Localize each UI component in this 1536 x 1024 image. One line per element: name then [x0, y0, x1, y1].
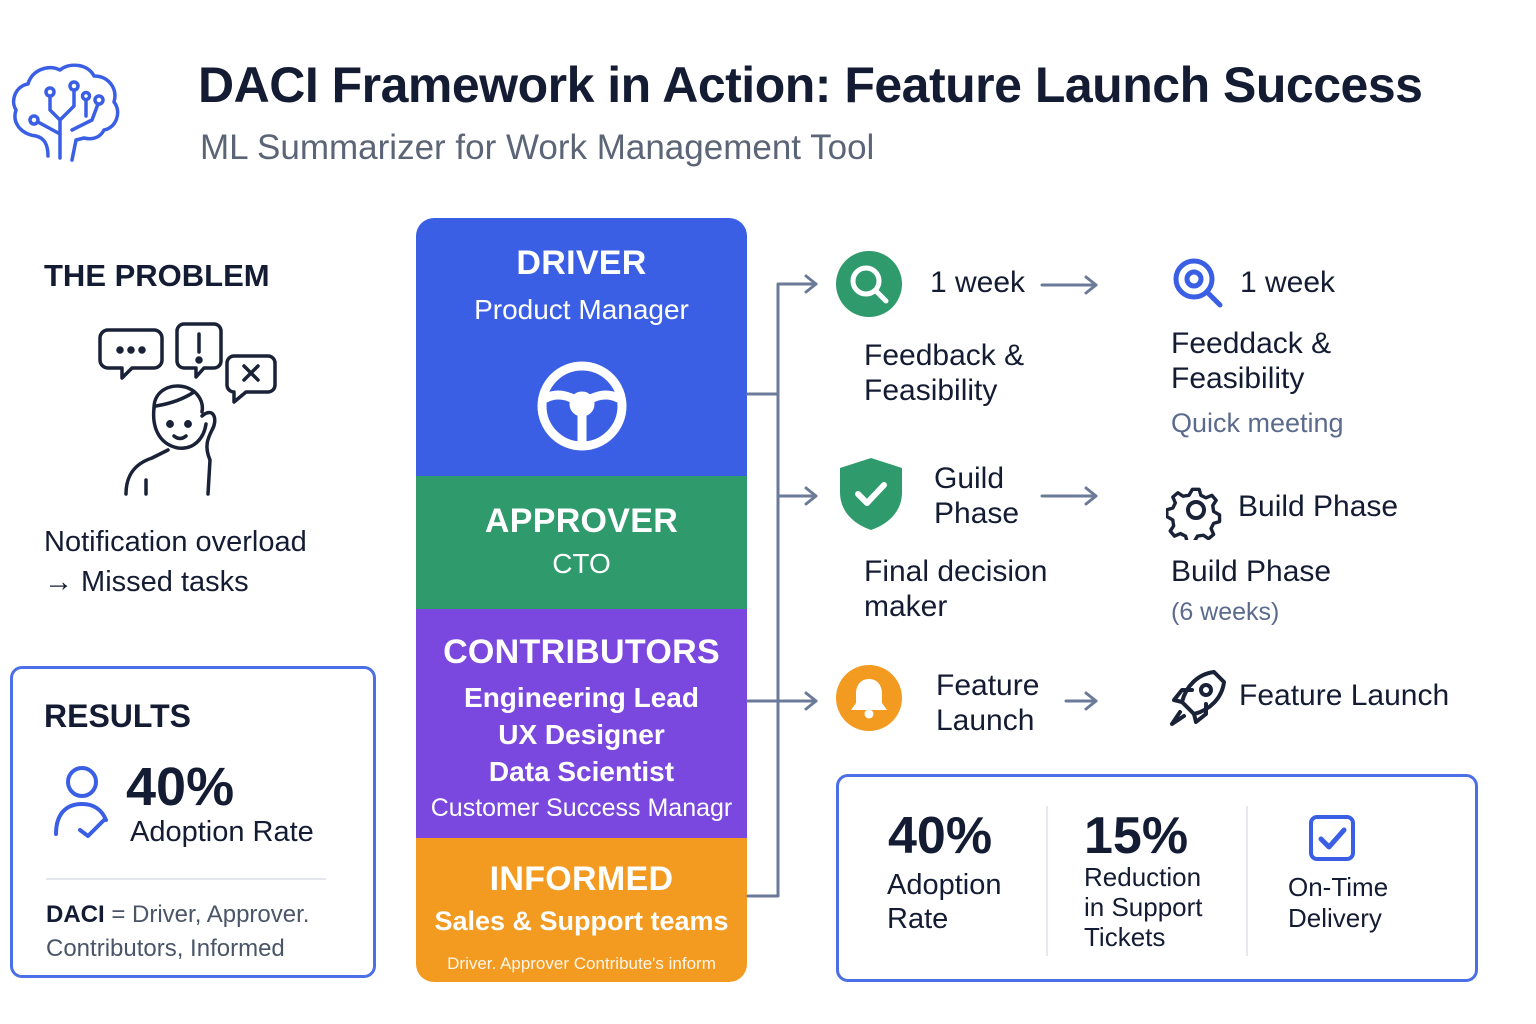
daci-def-line-2: Contributors, Informed: [46, 935, 285, 962]
checkbox-icon: [1309, 815, 1355, 861]
row1-desc-line-1: Feedback &: [864, 339, 1025, 372]
informed-note: Driver. Approver Contribute's inform: [447, 954, 716, 973]
shield-check-icon: [840, 458, 902, 530]
brain-circuit-icon: [11, 63, 120, 162]
row2-label-line-2: Phase: [934, 497, 1020, 530]
problem-line-1: Notification overload: [44, 526, 307, 558]
row1-description: Feedback & Feasibility: [864, 338, 1024, 408]
search-icon: [850, 265, 889, 304]
row1-next-duration: 1 week: [1240, 266, 1336, 299]
problem-line-2: → Missed tasks: [44, 566, 249, 598]
row1-next-description: Feeddack & Feasibility: [1171, 326, 1331, 396]
problem-heading: THE PROBLEM: [44, 258, 270, 293]
stats-divider: [1046, 806, 1048, 956]
stat-reduction-label: Reduction in Support Tickets: [1084, 862, 1203, 952]
stat-reduction-value: 15%: [1084, 807, 1189, 865]
contributors-list: Engineering Lead UX Designer Data Scient…: [416, 679, 747, 827]
stat-reduction-line-3: Tickets: [1084, 922, 1166, 952]
row1-next-line-1: Feeddack &: [1171, 327, 1332, 360]
magnifier-icon: [1173, 258, 1223, 308]
person-check-icon: [54, 766, 108, 838]
row1-duration: 1 week: [930, 266, 1026, 299]
approver-band: APPROVER CTO: [416, 476, 747, 609]
rocket-icon: [1170, 670, 1226, 726]
results-card: [10, 666, 376, 978]
flow-connectors: [746, 274, 1098, 898]
steering-wheel-icon: [537, 361, 627, 451]
daci-term: DACI: [46, 901, 105, 928]
row1-next-note: Quick meeting: [1171, 408, 1344, 438]
row2-label: Guild Phase: [934, 461, 1019, 531]
gear-icon: [1166, 487, 1222, 540]
stat-reduction-line-2: in Support: [1084, 892, 1203, 922]
row3-label-line-1: Feature: [936, 669, 1040, 702]
row1-next-line-2: Feasibility: [1171, 362, 1305, 395]
informed-band: INFORMED Sales & Support teams Driver. A…: [416, 838, 747, 982]
stats-card: [836, 774, 1478, 982]
daci-definition: DACI = Driver, Approver. Contributors, I…: [46, 898, 366, 966]
driver-band: DRIVER Product Manager: [416, 218, 747, 476]
stat-delivery-line-2: Delivery: [1288, 903, 1382, 933]
row2-next-title: Build Phase: [1171, 555, 1332, 588]
bell-step-icon: [836, 665, 902, 731]
row3-label: Feature Launch: [936, 668, 1039, 738]
bell-icon: [851, 679, 887, 719]
problem-text: Notification overload → Missed tasks: [44, 522, 307, 602]
daci-def-line-1: = Driver, Approver.: [111, 901, 310, 928]
daci-roles-stack: DRIVER Product Manager APPROVER CTO CONT…: [416, 218, 747, 982]
row2-next-note: (6 weeks): [1171, 598, 1280, 626]
page-subtitle: ML Summarizer for Work Management Tool: [200, 128, 875, 167]
contributor-item: Engineering Lead: [464, 682, 699, 713]
confused-person-illustration: [98, 322, 277, 496]
row1-desc-line-2: Feasibility: [864, 374, 998, 407]
driver-title: DRIVER: [516, 244, 647, 282]
informed-title: INFORMED: [489, 860, 674, 898]
contributors-title: CONTRIBUTORS: [443, 633, 720, 671]
row2-desc-line-1: Final decision: [864, 555, 1048, 588]
stat-delivery-line-1: On-Time: [1288, 872, 1389, 902]
row2-label-line-1: Guild: [934, 462, 1005, 495]
results-label: Adoption Rate: [130, 816, 314, 848]
stat-reduction-line-1: Reduction: [1084, 862, 1202, 892]
driver-role: Product Manager: [474, 294, 689, 325]
row3-next-label: Feature Launch: [1239, 679, 1450, 712]
stat-delivery-label: On-Time Delivery: [1288, 872, 1388, 934]
contributor-item: UX Designer: [498, 719, 665, 750]
stat-adoption-value: 40%: [888, 807, 993, 865]
approver-role: CTO: [552, 548, 611, 579]
contributors-band: CONTRIBUTORS Engineering Lead UX Designe…: [416, 609, 747, 838]
page-title: DACI Framework in Action: Feature Launch…: [198, 57, 1423, 113]
results-divider: [46, 878, 326, 880]
stat-adoption-line-2: Rate: [887, 903, 949, 935]
row2-desc-line-2: maker: [864, 590, 948, 623]
row2-next-label: Build Phase: [1238, 490, 1399, 523]
stat-adoption-label: Adoption Rate: [887, 868, 1002, 936]
results-value: 40%: [126, 757, 235, 817]
results-heading: RESULTS: [44, 698, 191, 734]
search-step-icon: [836, 251, 902, 317]
informed-role: Sales & Support teams: [434, 906, 729, 936]
contributor-item: Data Scientist: [488, 756, 675, 787]
row2-description: Final decision maker: [864, 554, 1047, 624]
contributor-item: Customer Success Managr: [430, 794, 733, 822]
stats-divider: [1246, 806, 1248, 956]
stat-adoption-line-1: Adoption: [887, 869, 1002, 901]
approver-title: APPROVER: [484, 502, 679, 540]
row3-label-line-2: Launch: [936, 704, 1035, 737]
